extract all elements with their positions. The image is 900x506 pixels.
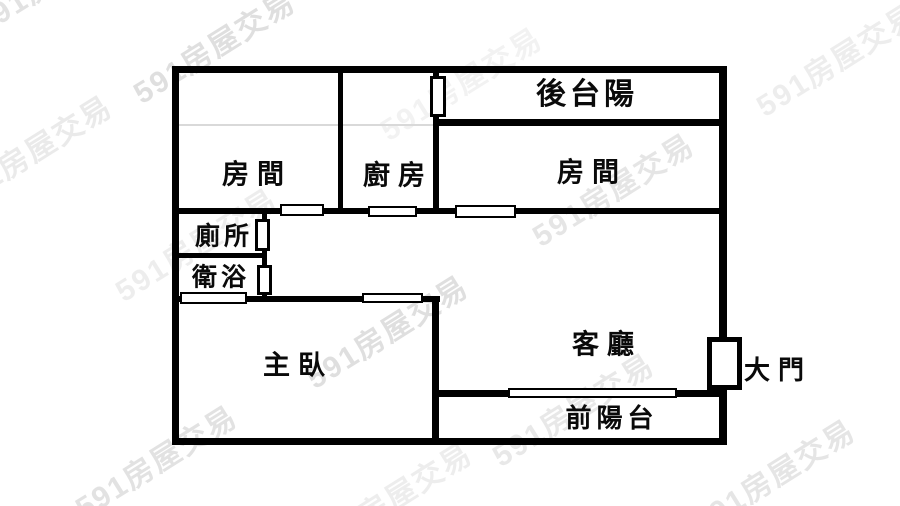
room-label-bathroom: 衛浴 — [191, 263, 251, 292]
window-kitchen — [368, 206, 417, 217]
wall-outer-right — [719, 66, 727, 445]
wall-master-right — [432, 296, 439, 445]
wall-kitchen-left — [338, 66, 343, 214]
main-door-symbol — [707, 337, 742, 390]
door-toilet — [255, 219, 270, 251]
room-label-front-balcony: 前陽台 — [565, 403, 659, 433]
label-main-door: 大門 — [743, 355, 813, 385]
wall-bedrooms-bottom — [172, 208, 727, 214]
room-label-kitchen: 廚房 — [363, 160, 433, 191]
wall-outer-bottom — [172, 438, 727, 445]
wall-kitchen-right — [433, 66, 439, 214]
window-master-bedroom — [180, 292, 247, 304]
room-label-toilet: 廁所 — [194, 222, 254, 251]
room-label-bedroom-left: 房間 — [222, 159, 292, 190]
door-bathroom — [257, 265, 272, 295]
faint-guide-line — [179, 124, 433, 126]
door-kitchen-balcony — [430, 76, 446, 117]
wall-outer-top — [172, 66, 727, 73]
room-label-rear-balcony: 後台陽 — [536, 78, 638, 111]
room-label-master-bedroom: 主臥 — [263, 350, 333, 381]
wall-toilet-bath-divider — [172, 253, 267, 258]
room-label-living-room: 客廳 — [572, 329, 642, 360]
wall-master-top — [172, 296, 440, 302]
door-master-bedroom — [362, 293, 423, 303]
room-label-bedroom-right: 房間 — [557, 157, 627, 188]
window-front-balcony — [508, 388, 677, 398]
window-room-left — [280, 204, 324, 216]
wall-rear-balcony-bottom — [433, 119, 727, 126]
window-room-right — [455, 205, 516, 218]
